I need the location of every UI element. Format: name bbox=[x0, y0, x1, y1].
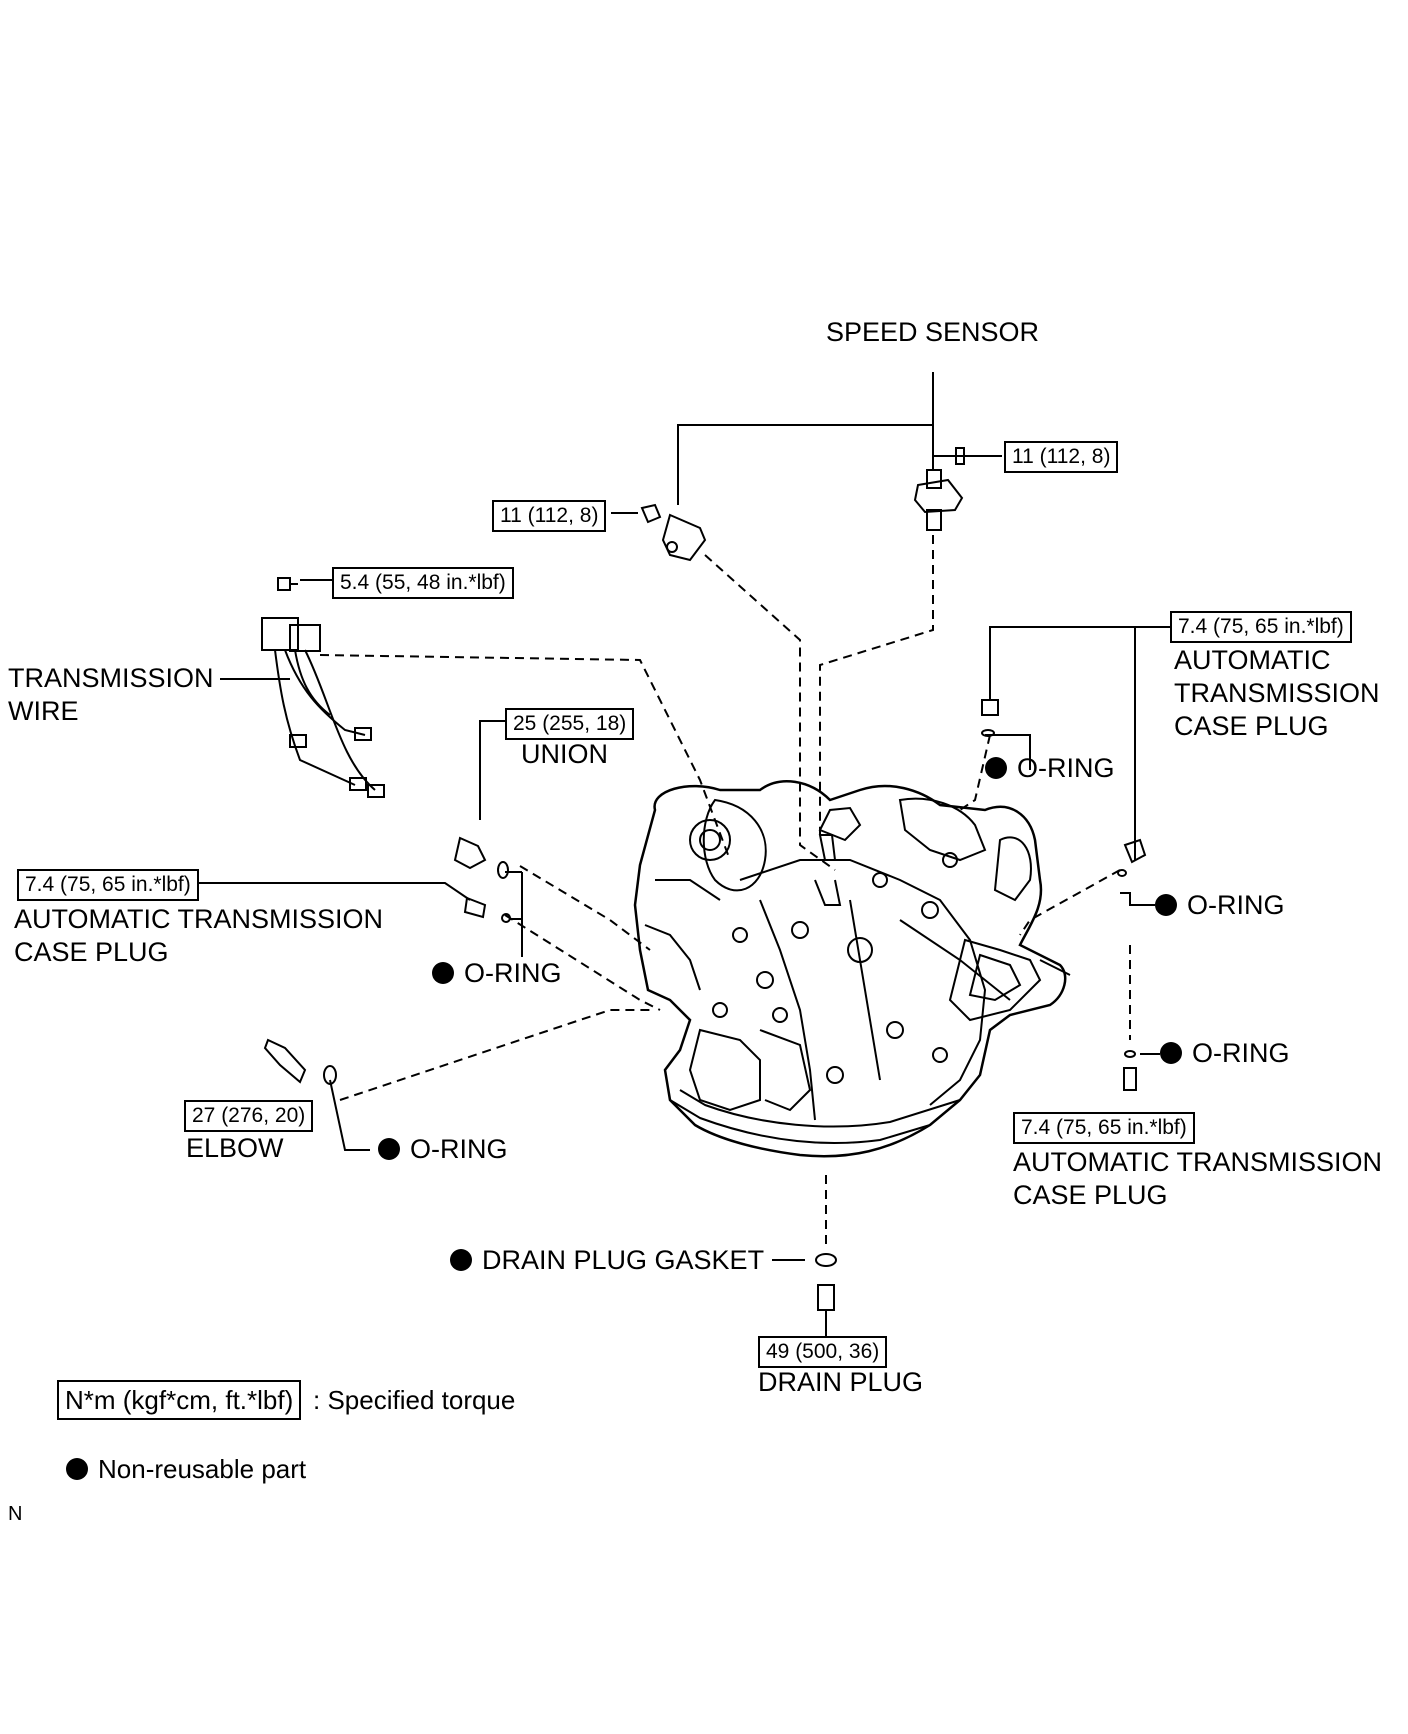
torque-spec-elbow: 27 (276, 20) bbox=[184, 1100, 314, 1132]
transmission-wire-label-line1: TRANSMISSION bbox=[8, 663, 214, 693]
case-plug-left-label-line2: CASE PLUG bbox=[14, 937, 169, 967]
drain-plug-part bbox=[815, 1253, 837, 1345]
o-ring-label-right-mid: O-RING bbox=[1155, 889, 1285, 922]
legend-torque-unit-box: N*m (kgf*cm, ft.*lbf) bbox=[57, 1380, 302, 1420]
corner-mark: N bbox=[8, 1503, 23, 1525]
union-part bbox=[453, 836, 509, 879]
o-ring-label-right-low: O-RING bbox=[1160, 1037, 1290, 1070]
speed-sensor-label: SPEED SENSOR bbox=[826, 317, 1040, 347]
case-plug-bottom-label-line1: AUTOMATIC TRANSMISSION bbox=[1013, 1147, 1383, 1177]
o-ring-label-left: O-RING bbox=[432, 957, 562, 990]
speed-sensor-left-part bbox=[640, 503, 707, 562]
torque-spec-speed-sensor-left: 11 (112, 8) bbox=[492, 500, 607, 532]
non-reusable-marker bbox=[450, 1248, 472, 1271]
elbow-part bbox=[263, 1038, 337, 1085]
left-case-plug-part bbox=[463, 896, 511, 923]
non-reusable-marker bbox=[985, 756, 1007, 779]
bottom-right-case-plug-part bbox=[1123, 1050, 1137, 1091]
drain-plug-gasket-label: DRAIN PLUG GASKET bbox=[450, 1244, 764, 1277]
legend-torque-description: : Specified torque bbox=[313, 1385, 516, 1415]
right-case-plug-top-part bbox=[981, 699, 1147, 877]
non-reusable-marker bbox=[66, 1458, 88, 1481]
elbow-label: ELBOW bbox=[186, 1133, 284, 1163]
torque-spec-case-plug-left: 7.4 (75, 65 in.*lbf) bbox=[17, 869, 199, 901]
torque-spec-drain-plug: 49 (500, 36) bbox=[758, 1336, 888, 1368]
torque-spec-case-plug-right: 7.4 (75, 65 in.*lbf) bbox=[1170, 611, 1352, 643]
case-plug-left-label-line1: AUTOMATIC TRANSMISSION bbox=[14, 904, 384, 934]
non-reusable-marker bbox=[378, 1137, 400, 1160]
torque-spec-union: 25 (255, 18) bbox=[505, 708, 635, 740]
transmission-assembly bbox=[633, 780, 1071, 1158]
transmission-wire-label-line2: WIRE bbox=[8, 696, 79, 726]
non-reusable-marker bbox=[1155, 893, 1177, 916]
torque-spec-case-plug-bottom: 7.4 (75, 65 in.*lbf) bbox=[1013, 1112, 1195, 1144]
non-reusable-marker bbox=[432, 961, 454, 984]
case-plug-bottom-label-line2: CASE PLUG bbox=[1013, 1180, 1168, 1210]
non-reusable-marker bbox=[1160, 1041, 1182, 1064]
speed-sensor-right-part bbox=[913, 447, 968, 531]
leader-lines bbox=[196, 372, 1175, 1261]
dashed-lines bbox=[319, 535, 1131, 1245]
o-ring-label-elbow: O-RING bbox=[378, 1133, 508, 1166]
legend-non-reusable: Non-reusable part bbox=[66, 1452, 306, 1486]
case-plug-right-label-line3: CASE PLUG bbox=[1174, 711, 1329, 741]
o-ring-label-top-right: O-RING bbox=[985, 752, 1115, 785]
case-plug-right-label-line2: TRANSMISSION bbox=[1174, 678, 1380, 708]
transmission-wire-part bbox=[261, 577, 385, 798]
union-label: UNION bbox=[521, 739, 608, 769]
torque-spec-speed-sensor-right: 11 (112, 8) bbox=[1004, 441, 1119, 473]
drain-plug-label: DRAIN PLUG bbox=[758, 1367, 924, 1397]
torque-spec-transmission-wire: 5.4 (55, 48 in.*lbf) bbox=[332, 567, 514, 599]
case-plug-right-label-line1: AUTOMATIC bbox=[1174, 645, 1331, 675]
